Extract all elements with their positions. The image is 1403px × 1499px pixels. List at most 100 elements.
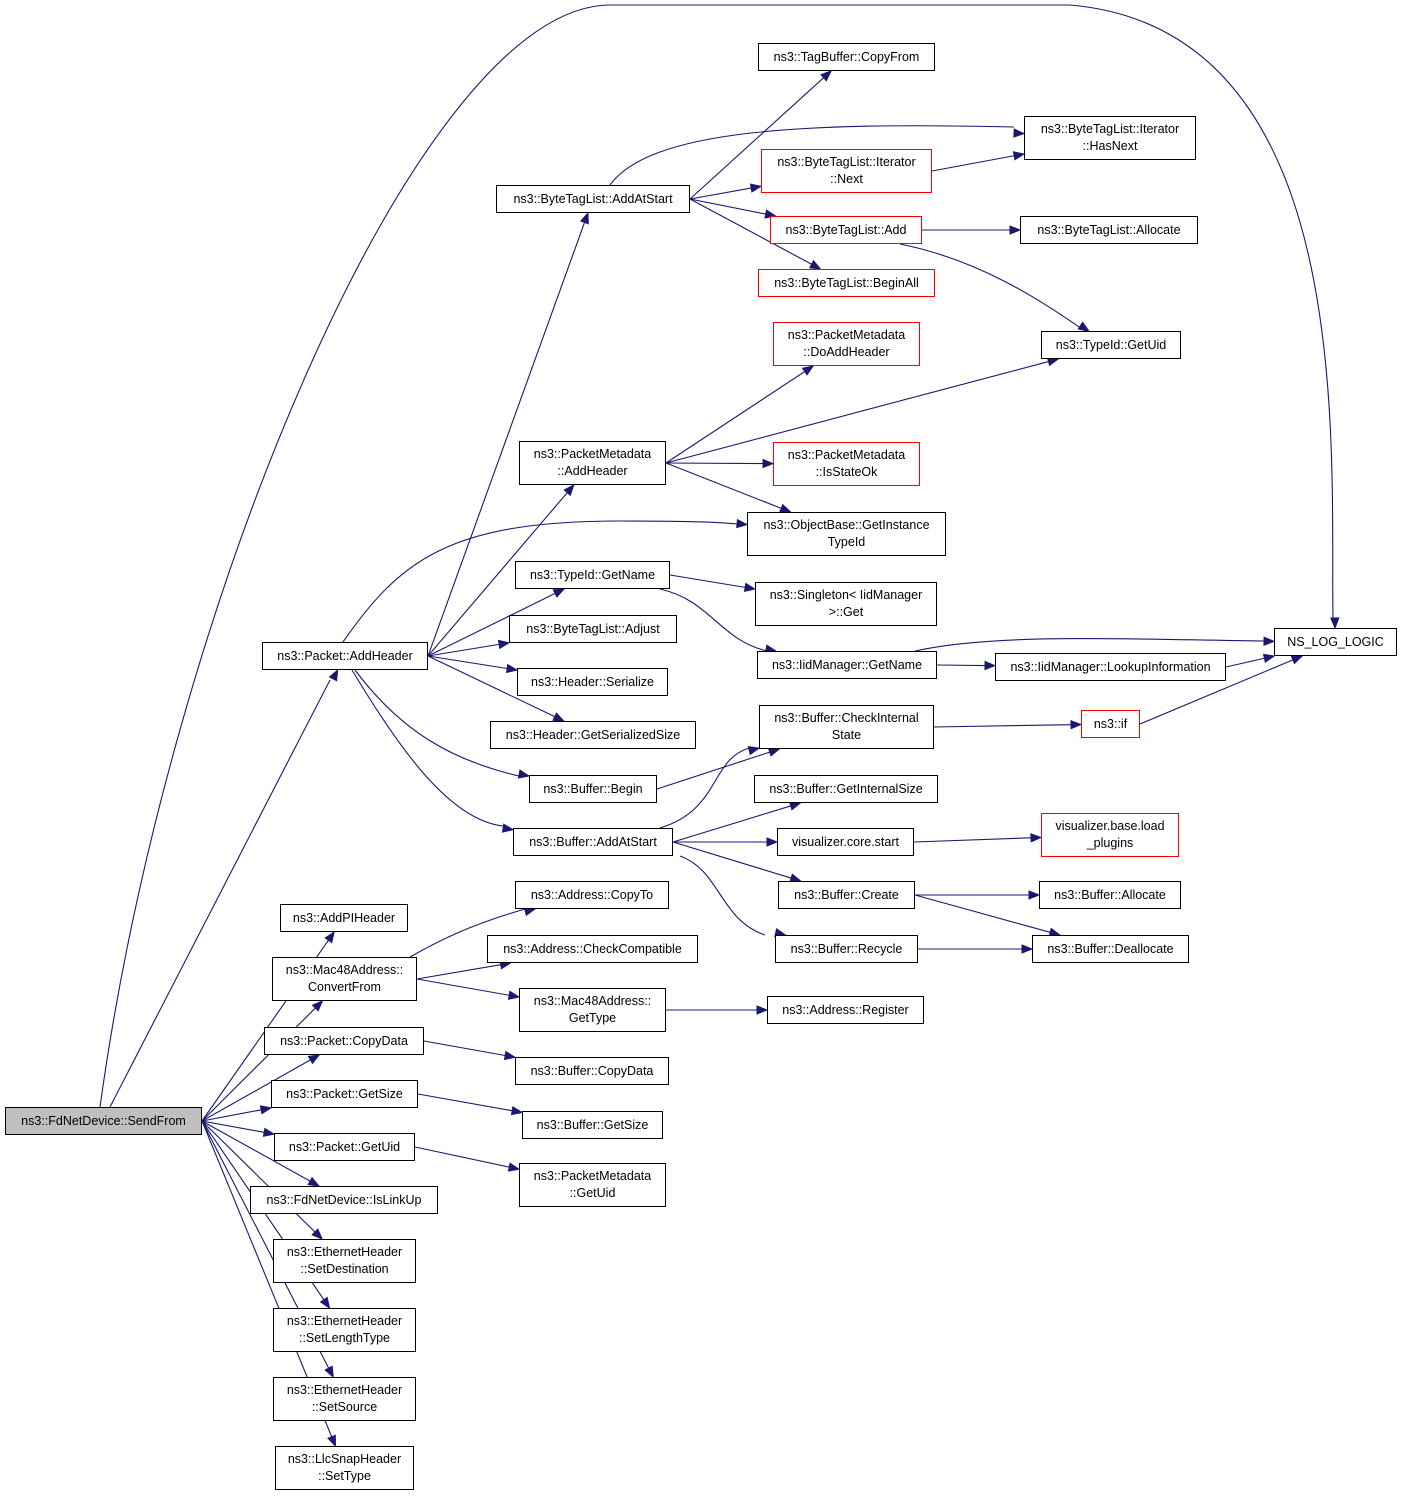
node-buf-create[interactable]: ns3::Buffer::Create [778,881,915,909]
node-typeid-getname[interactable]: ns3::TypeId::GetName [515,561,670,589]
node-addpiheader[interactable]: ns3::AddPIHeader [280,904,408,932]
node-eth-setlentype[interactable]: ns3::EthernetHeader::SetLengthType [273,1308,416,1352]
node-buf-allocate[interactable]: ns3::Buffer::Allocate [1039,881,1181,909]
node-llc-settype[interactable]: ns3::LlcSnapHeader::SetType [275,1446,414,1490]
node-btl-beginall[interactable]: ns3::ByteTagList::BeginAll [758,269,935,297]
arrowhead [319,1296,331,1310]
node-buf-addatstart[interactable]: ns3::Buffer::AddAtStart [513,828,673,856]
node-label: ns3::ByteTagList::AddAtStart [513,191,673,206]
edge-buf-create-to-buf-deallocate [914,894,1051,933]
arrowhead [579,211,589,225]
node-singleton-get[interactable]: ns3::Singleton< IidManager>::Get [755,582,937,626]
node-label: ns3::Buffer::Allocate [1054,887,1166,902]
arrowhead [767,747,781,757]
edge-mac48-convertfrom-to-addr-checkcompat [416,964,501,980]
edge-root-to-packet-copydata [201,1059,311,1122]
node-it-next[interactable]: ns3::ByteTagList::Iterator::Next [761,149,932,193]
edge-mac48-convertfrom-to-mac48-gettype [416,978,510,996]
arrowhead [779,503,792,513]
edge-buf-begin-to-buf-checkinternal [656,751,770,790]
node-label: NS_LOG_LOGIC [1287,634,1384,649]
node-log[interactable]: NS_LOG_LOGIC [1274,628,1397,656]
node-label: ns3::LlcSnapHeader [287,1452,402,1466]
node-label: ns3::PacketMetadata [787,328,906,342]
node-iid-getname[interactable]: ns3::IidManager::GetName [757,651,937,679]
node-buf-copydata[interactable]: ns3::Buffer::CopyData [515,1057,669,1085]
node-btl-adjust[interactable]: ns3::ByteTagList::Adjust [509,615,677,643]
node-tb-copyfrom[interactable]: ns3::TagBuffer::CopyFrom [758,43,935,71]
node-header-getsersize[interactable]: ns3::Header::GetSerializedSize [490,721,696,749]
node-btl-addatstart[interactable]: ns3::ByteTagList::AddAtStart [496,185,690,213]
node-label: ns3::Buffer::GetSize [536,1117,649,1132]
node-vis-load[interactable]: visualizer.base.load_plugins [1041,813,1179,857]
node-label: ns3::AddPIHeader [292,910,396,925]
arrowhead [1012,151,1026,161]
node-label: ns3::ByteTagList::Iterator [777,155,916,169]
edge-vis-start-to-vis-load [913,837,1032,843]
node-buf-getsize[interactable]: ns3::Buffer::GetSize [522,1111,663,1139]
node-label: ns3::Header::GetSerializedSize [505,727,681,742]
node-pm-addheader[interactable]: ns3::PacketMetadata::AddHeader [519,441,666,485]
node-buf-getinternalsize[interactable]: ns3::Buffer::GetInternalSize [754,775,938,803]
edge-packet-addheader-to-buf-begin [354,669,520,777]
node-label: ns3::IidManager::LookupInformation [1010,659,1211,674]
node-eth-setsource[interactable]: ns3::EthernetHeader::SetSource [273,1377,416,1421]
node-buf-begin[interactable]: ns3::Buffer::Begin [529,775,657,803]
node-packet-getsize[interactable]: ns3::Packet::GetSize [271,1080,418,1108]
edge-it-next-to-it-hasnext [931,155,1015,172]
arrowhead [324,930,335,944]
node-label: ns3::Buffer::AddAtStart [529,834,657,849]
node-pm-isstateok[interactable]: ns3::PacketMetadata::IsStateOk [773,442,920,486]
node-packet-addheader[interactable]: ns3::Packet::AddHeader [262,642,428,670]
arrowhead [497,639,511,650]
edge-buf-checkinternal-to-ns3-if [933,724,1072,728]
node-eth-setdest[interactable]: ns3::EthernetHeader::SetDestination [273,1239,416,1283]
arrowhead [1021,944,1034,954]
node-label: ns3::IidManager::GetName [771,657,923,672]
arrowhead [736,518,749,529]
node-mac48-convertfrom[interactable]: ns3::Mac48Address::ConvertFrom [272,957,417,1001]
arrowhead [552,712,565,722]
arrowhead [311,1000,324,1012]
node-addr-checkcompat[interactable]: ns3::Address::CheckCompatible [487,935,698,963]
node-it-hasnext[interactable]: ns3::ByteTagList::Iterator::HasNext [1024,116,1196,160]
node-label: ns3::Buffer::CopyData [530,1063,654,1078]
node-btl-allocate[interactable]: ns3::ByteTagList::Allocate [1020,216,1198,244]
node-buf-deallocate[interactable]: ns3::Buffer::Deallocate [1032,935,1189,963]
node-typeid-getuid[interactable]: ns3::TypeId::GetUid [1041,331,1181,359]
arrowhead [756,1005,769,1015]
arrowhead [1330,617,1340,630]
arrowhead [259,1105,273,1115]
node-btl-add[interactable]: ns3::ByteTagList::Add [770,216,922,244]
edge-root-to-log [99,4,1334,1108]
node-label: ::SetDestination [300,1262,389,1276]
node-label: ns3::PacketMetadata [533,447,652,461]
node-addr-register[interactable]: ns3::Address::Register [767,996,924,1024]
node-label: ns3::Buffer::Create [794,887,899,902]
edge-packet-copydata-to-buf-copydata [423,1040,506,1057]
node-label: ns3::TypeId::GetUid [1055,337,1167,352]
edge-root-to-mac48-convertfrom [201,1007,316,1122]
node-fd-islinkup[interactable]: ns3::FdNetDevice::IsLinkUp [250,1186,438,1214]
node-pm-doaddheader[interactable]: ns3::PacketMetadata::DoAddHeader [773,322,920,366]
node-buf-recycle[interactable]: ns3::Buffer::Recycle [775,935,918,963]
node-label: visualizer.core.start [792,834,899,849]
node-packet-getuid[interactable]: ns3::Packet::GetUid [274,1133,415,1161]
node-mac48-gettype[interactable]: ns3::Mac48Address::GetType [519,988,666,1032]
node-label: ns3::Packet::AddHeader [277,648,413,663]
node-label: ns3::Address::CopyTo [530,887,654,902]
node-ns3-if[interactable]: ns3::if [1081,710,1140,738]
node-label: ConvertFrom [308,980,381,994]
edge-packet-addheader-to-header-getsersize [427,655,555,718]
node-vis-start[interactable]: visualizer.core.start [777,828,914,856]
node-pm-getuid[interactable]: ns3::PacketMetadata::GetUid [519,1163,666,1207]
node-addr-copyto[interactable]: ns3::Address::CopyTo [515,881,669,909]
arrowhead [327,1434,336,1448]
node-header-serialize[interactable]: ns3::Header::Serialize [517,668,668,696]
node-label: ns3::Packet::GetUid [288,1139,401,1154]
node-packet-copydata[interactable]: ns3::Packet::CopyData [264,1027,424,1055]
node-iid-lookup[interactable]: ns3::IidManager::LookupInformation [995,653,1226,681]
edge-btl-addatstart-to-it-next [689,187,752,200]
